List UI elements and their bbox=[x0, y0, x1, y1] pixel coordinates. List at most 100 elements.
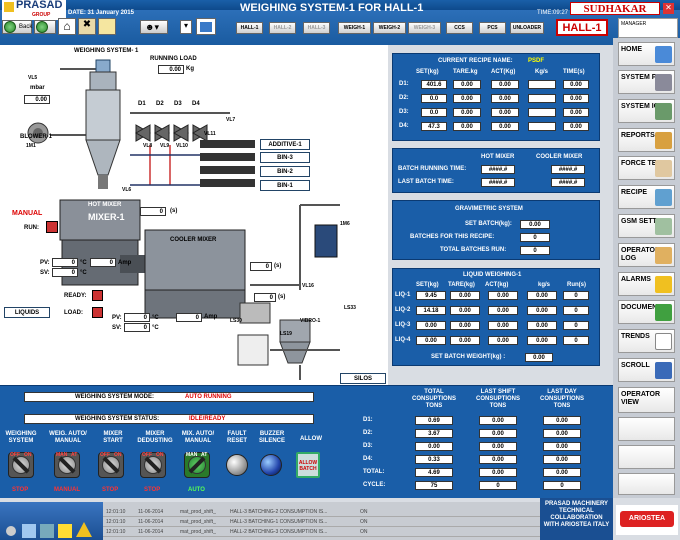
gear-icon[interactable]: ▾ bbox=[180, 20, 192, 34]
cons-cell: 0.00 bbox=[415, 442, 453, 451]
tab-pcs[interactable]: PCS bbox=[479, 22, 506, 34]
forward-button[interactable] bbox=[34, 20, 56, 34]
sv2-label: SV: bbox=[112, 325, 122, 331]
sidebar-empty-1 bbox=[618, 417, 675, 441]
cooler-mixer-col: COOLER MIXER bbox=[536, 154, 583, 160]
folder-icon[interactable] bbox=[98, 18, 116, 35]
recipe-cell: 0.00 bbox=[453, 94, 481, 103]
mbar-label: mbar bbox=[30, 85, 45, 91]
sidebar-item-force-test[interactable]: FORCE TEST bbox=[618, 156, 675, 180]
recipe-cell: 0.00 bbox=[453, 122, 481, 131]
time-label: TIME:09:27 bbox=[537, 10, 569, 16]
recipe-name-label: CURRENT RECIPE NAME: bbox=[438, 58, 513, 64]
back-button[interactable]: Back bbox=[2, 20, 32, 34]
alarm-cell: HALL-2 BATCHING-3 CONSUMPTION IS... bbox=[230, 529, 328, 535]
sidebar-item-gsm-setting[interactable]: GSM SETTING bbox=[618, 214, 675, 238]
bin-3[interactable]: BIN-3 bbox=[260, 152, 310, 163]
title-bar bbox=[0, 0, 680, 10]
alarm-row[interactable] bbox=[103, 508, 540, 517]
alarm-row[interactable] bbox=[103, 518, 540, 527]
sidebar-item-reports[interactable]: REPORTS bbox=[618, 128, 675, 152]
sidebar-item-operator-log[interactable]: OPERATOR LOG bbox=[618, 243, 675, 267]
io-icon bbox=[655, 103, 672, 120]
tools-icon[interactable]: ✖ bbox=[78, 18, 96, 35]
tab-unloader[interactable]: UNLOADER bbox=[510, 22, 544, 34]
gravimetric-title: GRAVIMETRIC SYSTEM bbox=[455, 206, 523, 212]
recipe-cell: 0.00 bbox=[453, 108, 481, 117]
allow-batch-button[interactable]: ALLOW BATCH bbox=[296, 452, 320, 478]
network-icon[interactable] bbox=[196, 18, 216, 35]
alarm-icon[interactable] bbox=[6, 526, 16, 536]
user-icon[interactable]: ☻▾ bbox=[140, 20, 168, 34]
motor-1m6-label: 1M6 bbox=[340, 221, 350, 227]
cons-cell: 4.69 bbox=[415, 468, 453, 477]
user-badge[interactable]: SUDHAKAR bbox=[570, 2, 660, 15]
d2-label: D2 bbox=[156, 101, 164, 107]
col-tare: TARE.kg bbox=[453, 69, 478, 75]
alarm-row[interactable] bbox=[103, 528, 540, 537]
warning-tri-icon[interactable] bbox=[76, 522, 92, 537]
alarm-cell: 12:01:10 bbox=[106, 529, 126, 535]
tab-hall-1[interactable]: HALL-1 bbox=[236, 22, 263, 34]
sidebar-item-scroll[interactable]: SCROLL bbox=[618, 358, 675, 382]
manual-label-1: MANUAL bbox=[54, 487, 80, 493]
close-icon[interactable]: ✕ bbox=[663, 3, 674, 14]
pv1-value: 0 bbox=[52, 258, 78, 267]
vl7-label: VL7 bbox=[226, 117, 236, 123]
batch-running-cooler: ####.# bbox=[551, 165, 585, 174]
recipe-cell: 0.0 bbox=[421, 108, 447, 117]
liquids-button[interactable]: LIQUIDS bbox=[4, 307, 50, 318]
manual-label: MANUAL bbox=[12, 210, 43, 217]
sidebar-item-recipe[interactable]: RECIPE bbox=[618, 185, 675, 209]
silos-button[interactable]: SILOS bbox=[340, 373, 386, 384]
hot-amp-unit: Amp bbox=[118, 260, 132, 266]
alarm-cell: ON bbox=[360, 529, 368, 535]
recipe-row-label: D2: bbox=[399, 95, 409, 101]
tab-ccs[interactable]: CCS bbox=[446, 22, 473, 34]
alarm-cell: HALL-3 BATCHING-1 CONSUMPTION IS... bbox=[230, 519, 328, 525]
sidebar-item-system-para[interactable]: SYSTEM PARA bbox=[618, 70, 675, 94]
additive-1-bin[interactable]: ADDITIVE-1 bbox=[260, 139, 310, 150]
sidebar-item-alarms[interactable]: ALARMS bbox=[618, 272, 675, 296]
sidebar-item-document[interactable]: DOCUMENT bbox=[618, 300, 675, 324]
sidebar-item-system-io[interactable]: SYSTEM IO bbox=[618, 99, 675, 123]
recipe-icon bbox=[655, 189, 672, 206]
tab-weigh-3[interactable]: WEIGH-3 bbox=[408, 22, 441, 34]
person-icon[interactable] bbox=[58, 524, 72, 538]
trend-icon bbox=[655, 333, 672, 350]
home-icon[interactable]: ⌂ bbox=[58, 18, 76, 35]
total-batches-label: TOTAL BATCHES RUN: bbox=[440, 247, 507, 253]
cons-cell: 0.00 bbox=[479, 442, 517, 451]
pv2-value: 0 bbox=[124, 313, 150, 322]
tab-hall-3[interactable]: HALL-3 bbox=[303, 22, 330, 34]
liq-col-act: ACT(kg) bbox=[485, 282, 509, 288]
tab-hall-2[interactable]: HALL-2 bbox=[269, 22, 296, 34]
fault-reset-button[interactable] bbox=[226, 454, 248, 476]
buzzer-silence-button[interactable] bbox=[260, 454, 282, 476]
recipe-row-label: D1: bbox=[399, 81, 409, 87]
cooler-timer-unit: (s) bbox=[274, 263, 282, 269]
tab-weigh-1[interactable]: WEIGH-1 bbox=[338, 22, 371, 34]
vl11-label: VL11 bbox=[204, 131, 216, 137]
liquid-panel: LIQUID WEIGHING-1 SET(kg) TARE(kg) ACT(k… bbox=[392, 268, 600, 366]
bin-2[interactable]: BIN-2 bbox=[260, 166, 310, 177]
sidebar-item-home[interactable]: HOME bbox=[618, 42, 675, 66]
cons-row-label: D2: bbox=[363, 430, 373, 436]
ctrl-mixer-dedusting: MIXER DEDUSTING bbox=[137, 431, 173, 444]
recipe-cell: 0.00 bbox=[491, 94, 519, 103]
picture-icon[interactable] bbox=[40, 524, 54, 538]
tab-weigh-2[interactable]: WEIGH-2 bbox=[373, 22, 406, 34]
report-icon bbox=[655, 132, 672, 149]
cons-row-label: TOTAL: bbox=[363, 469, 385, 475]
doc-icon[interactable] bbox=[22, 524, 36, 538]
sidebar-item-trends[interactable]: TRENDS bbox=[618, 329, 675, 353]
batch-panel: HOT MIXER COOLER MIXER BATCH RUNNING TIM… bbox=[392, 148, 600, 193]
bin-1[interactable]: BIN-1 bbox=[260, 180, 310, 191]
sidebar-item-operator-view[interactable]: OPERATOR VIEW bbox=[618, 387, 675, 413]
